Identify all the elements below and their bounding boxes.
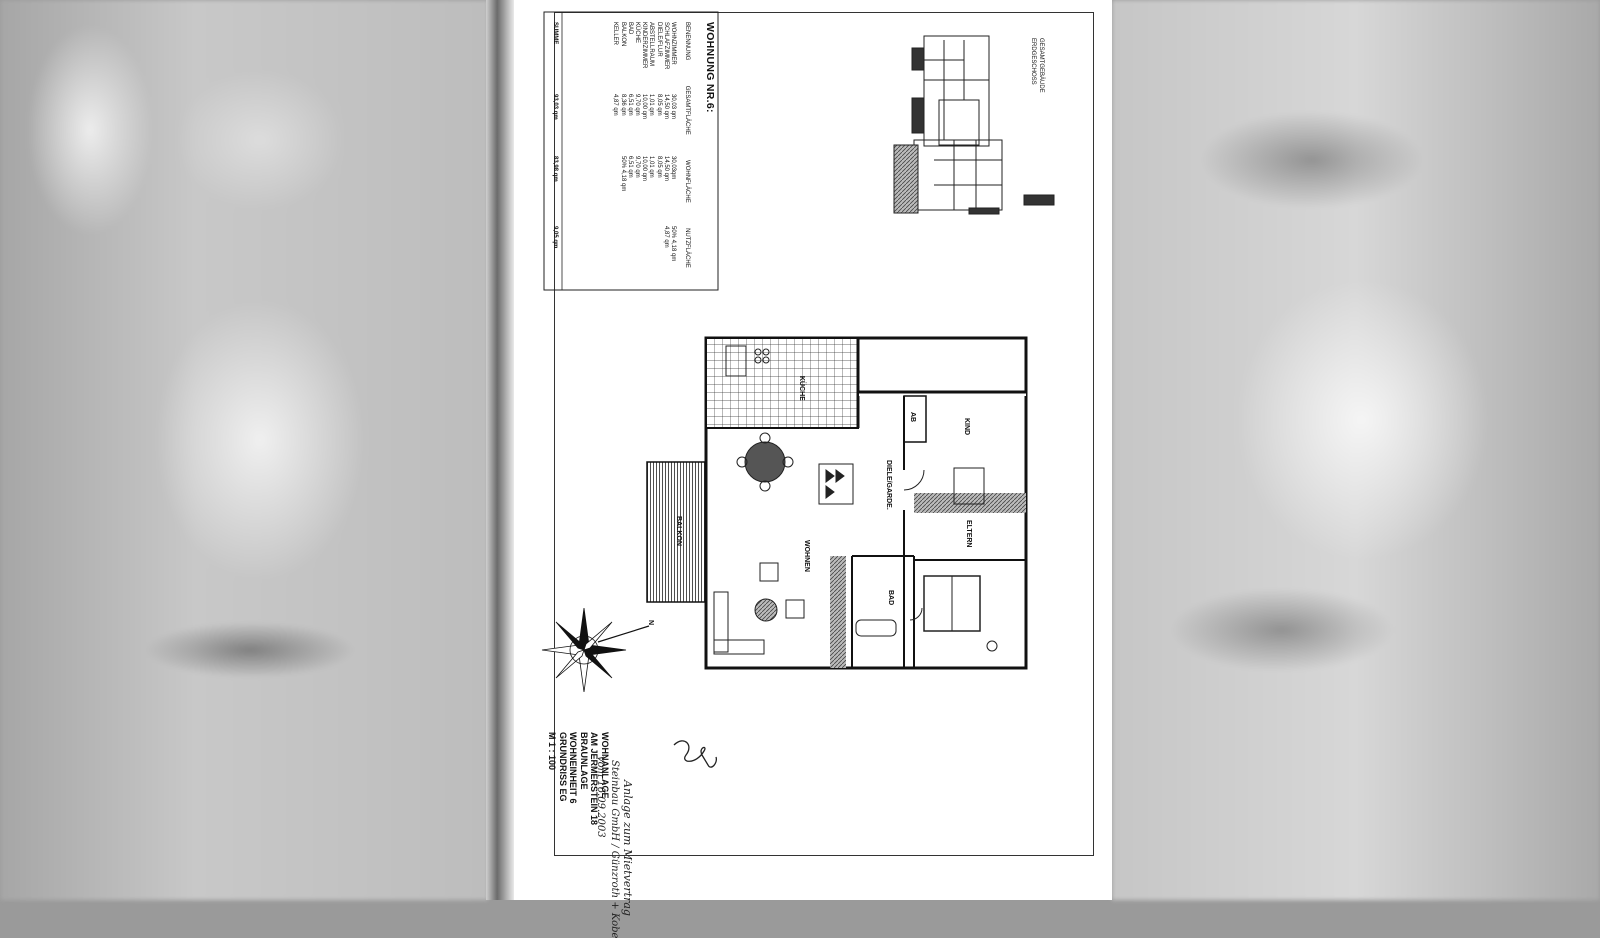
area-table-lines [543, 11, 719, 291]
room-name: DIELE/FLUR [655, 22, 662, 57]
label-bath: BAD [887, 590, 894, 606]
page-border [554, 12, 1094, 856]
room-name: BALKON [619, 22, 626, 47]
room-living: 6,51 qm [626, 156, 633, 178]
room-total: 1,01 qm [648, 94, 655, 116]
label-kitchen: KÜCHE [798, 376, 805, 401]
room-name: WOHNZIMMER [670, 22, 676, 65]
room-usable: 4,87 qm [662, 226, 669, 248]
header-usable: NUTZFLÄCHE [684, 228, 690, 268]
label-hall: DIELE/GARDE. [885, 460, 892, 510]
balcony-area [646, 461, 706, 603]
room-living: 30,03qm [670, 156, 676, 180]
project-line-4: WOHNEINHEIT 6 [568, 732, 579, 804]
room-total: 8,05 qm [655, 94, 662, 116]
page-binding-shadow [486, 0, 514, 900]
room-name: KINDERZIMMER [641, 22, 648, 69]
site-plan-caption-2: ERDGESCHOSS [1030, 38, 1036, 85]
site-plan [893, 35, 1055, 215]
label-parents: ELTERN [965, 520, 972, 548]
project-line-2: AM JERMERSTEIN 18 [589, 732, 600, 826]
furniture [713, 345, 998, 655]
room-names-column: WOHNZIMMER SCHLAFZIMMER DIELE/FLUR ABSTE… [611, 22, 676, 69]
room-total: 4,87 qm [612, 94, 619, 116]
room-living: 8,05 qm [655, 156, 662, 178]
room-usable: 50% 4,18 qm [670, 226, 676, 262]
header-name: BENENNUNG [684, 22, 690, 61]
room-total: 6,51 qm [626, 94, 633, 116]
room-total: 9,70 qm [633, 94, 640, 116]
header-total: GESAMTFLÄCHE [684, 85, 690, 135]
room-total: 10,00 qm [641, 94, 648, 120]
room-living-column: 30,03qm 14,50 qm 8,05 qm 1,01 qm 10,00 q… [618, 156, 676, 191]
label-storage: AB [909, 412, 916, 423]
sum-usable: 9,05 qm [552, 226, 558, 249]
room-living: 50% 4,18 qm [619, 156, 626, 192]
room-living: 9,70 qm [633, 156, 640, 178]
room-living: 10,00 qm [641, 156, 648, 182]
handwritten-line-1: Anlage zum Mietvertrag [621, 780, 634, 916]
floor-plan-drawing [541, 11, 1055, 768]
header-living: WOHNFLÄCHE [684, 160, 690, 203]
apartment-title: WOHNUNG NR.6: [704, 22, 716, 113]
label-balcony: BALKON [675, 516, 682, 546]
room-name: BAD [626, 22, 633, 35]
project-line-6: M 1 : 100 [547, 732, 558, 771]
project-line-5: GRUNDRISS EG [558, 732, 568, 802]
background-right-blurred [1112, 0, 1600, 900]
signature-mark [673, 740, 717, 768]
project-line-3: BRAUNLAGE [579, 732, 589, 790]
room-total-column: 30,03 qm 14,50 qm 8,05 qm 1,01 qm 10,00 … [611, 94, 676, 119]
room-total: 30,03 qm [670, 94, 676, 120]
document-page: WOHNUNG NR.6: BENENNUNG GESAMTFLÄCHE WOH… [514, 0, 1112, 938]
room-living: 1,01 qm [648, 156, 655, 178]
apartment-walls [704, 336, 1028, 670]
room-living: 14,50 qm [662, 156, 669, 182]
site-plan-caption-1: GESAMTGEBÄUDE [1038, 38, 1044, 93]
sum-label: SUMME [552, 22, 558, 45]
room-name: KÜCHE [633, 22, 640, 44]
sum-living: 83,98 qm [552, 156, 558, 182]
background-left-blurred [0, 0, 488, 900]
area-table-headers: BENENNUNG GESAMTFLÄCHE WOHNFLÄCHE NUTZFL… [683, 22, 690, 268]
room-total: 14,50 qm [662, 94, 669, 120]
room-name: KELLER [612, 22, 619, 46]
room-name: ABSTELLRAUM [648, 22, 655, 67]
label-living: WOHNEN [803, 540, 810, 572]
project-block: WOHNANLAGE AM JERMERSTEIN 18 BRAUNLAGE W… [547, 732, 611, 826]
label-child: KIND [963, 418, 970, 436]
handwritten-line-2: Steinbau GmbH / Günzroth + Kobe [609, 760, 620, 938]
project-line-1: WOHNANLAGE [600, 732, 610, 799]
label-north: N [647, 620, 654, 626]
room-total: 8,36 qm [619, 94, 626, 116]
room-name: SCHLAFZIMMER [662, 22, 669, 70]
room-usable-column: 50% 4,18 qm 4,87 qm [662, 226, 676, 261]
sum-total: 93,03 qm [552, 94, 558, 120]
compass-rose-icon [541, 607, 650, 693]
